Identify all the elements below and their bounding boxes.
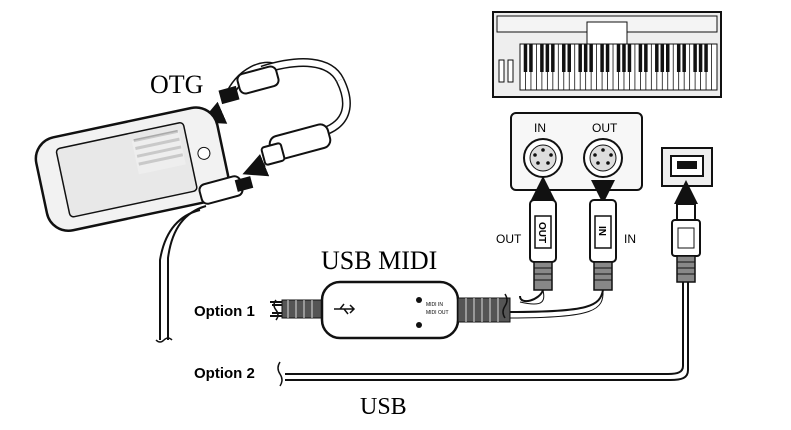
piano-black-key: [583, 44, 588, 72]
piano-black-key: [562, 44, 566, 72]
piano-black-key: [693, 44, 697, 72]
piano-black-key: [627, 44, 632, 72]
plug-out-label: OUT: [496, 232, 522, 246]
piano-black-key: [644, 44, 648, 72]
svg-text:IN: IN: [596, 226, 607, 236]
usb-otg-cable-icon: [198, 58, 351, 205]
piano-black-key: [655, 44, 659, 72]
usb-label: USB: [360, 394, 407, 420]
piano-black-key: [589, 44, 593, 72]
usb-symbol-icon: [334, 303, 356, 315]
plug-in-label: IN: [624, 232, 636, 246]
piano-black-key: [660, 44, 665, 72]
midi-out-port-icon: [583, 138, 623, 178]
otg-label: OTG: [150, 70, 203, 99]
usb-midi-interface-icon: MIDI IN MIDI OUT: [270, 280, 511, 340]
piano-black-key: [600, 44, 604, 72]
port-out-label: OUT: [592, 121, 618, 135]
piano-black-key: [551, 44, 555, 72]
option-1-label: Option 1: [194, 303, 255, 320]
piano-black-key: [567, 44, 572, 72]
piano-black-key: [616, 44, 621, 72]
midi-keyboard-icon: [492, 11, 722, 98]
smartphone-icon: [34, 106, 230, 232]
piano-black-key: [698, 44, 703, 72]
piano-black-key: [540, 44, 544, 72]
usb-b-port-icon: [661, 147, 713, 187]
port-in-label: IN: [534, 121, 546, 135]
piano-black-key: [622, 44, 626, 72]
midi-out-plug-icon: OUT: [529, 199, 557, 291]
option-2-label: Option 2: [194, 365, 255, 382]
usb-midi-label: USB MIDI: [321, 246, 437, 275]
piano-black-key: [665, 44, 670, 72]
piano-black-key: [682, 44, 686, 72]
midi-port-panel: IN OUT: [510, 112, 643, 191]
cables: [159, 205, 689, 381]
svg-text:MIDI OUT: MIDI OUT: [426, 310, 449, 316]
piano-black-key: [704, 44, 708, 72]
svg-text:MIDI IN: MIDI IN: [426, 302, 443, 308]
cable-break-marks: [155, 293, 508, 387]
piano-black-key: [523, 44, 528, 72]
piano-black-key: [578, 44, 582, 72]
piano-black-key: [545, 44, 550, 72]
piano-black-key: [605, 44, 610, 72]
piano-black-key: [529, 44, 533, 72]
piano-black-key: [638, 44, 643, 72]
usb-plug-icon: [671, 203, 701, 283]
midi-in-plug-icon: IN: [589, 199, 617, 291]
midi-in-port-icon: [523, 138, 563, 178]
svg-text:OUT: OUT: [536, 222, 547, 243]
piano-black-key: [676, 44, 681, 72]
